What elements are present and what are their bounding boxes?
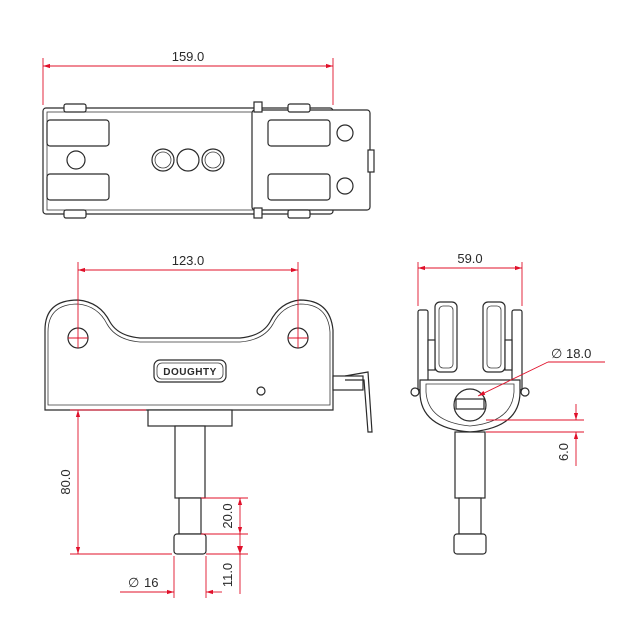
side-right-wheel — [482, 301, 506, 373]
top-right-hole-upper — [336, 124, 354, 142]
top-left-hole — [66, 150, 86, 170]
top-clamp-tab-upper — [253, 101, 263, 113]
dim-offset-label: 6.0 — [556, 443, 571, 461]
front-spigot-flange — [147, 409, 233, 427]
dim-hole-diameter: ∅ 18.0 — [477, 346, 605, 397]
top-clamp-tab-lower — [253, 207, 263, 219]
top-left-wheel-cap-upper — [63, 103, 87, 113]
dim-front-width: 123.0 — [77, 253, 299, 330]
top-right-wheel-lower — [267, 173, 331, 201]
front-spigot-groove — [178, 497, 202, 535]
front-lever-block — [332, 375, 364, 391]
dim-spigot-diameter-label: 16 — [144, 575, 158, 590]
dim-hole-diameter-symbol: ∅ — [551, 346, 562, 361]
brand-plate-inner — [156, 362, 224, 380]
dim-spigot-groove-label: 20.0 — [220, 503, 235, 528]
side-right-bracket-outer — [511, 309, 523, 391]
dim-top-width: 159.0 — [42, 49, 334, 105]
dim-spigot-length: 80.0 — [58, 409, 172, 555]
dim-top-width-label: 159.0 — [172, 49, 205, 64]
side-left-wheel-inner — [438, 305, 454, 369]
dim-spigot-diameter-symbol: ∅ — [128, 575, 139, 590]
top-right-wheel-cap-lower — [287, 209, 311, 219]
top-right-wheel-cap-upper — [287, 103, 311, 113]
dim-side-width: 59.0 — [417, 251, 523, 306]
side-left-wheel — [434, 301, 458, 373]
side-spigot-shaft — [454, 431, 486, 499]
side-clamp-pin — [455, 398, 485, 410]
top-right-hole-lower — [336, 177, 354, 195]
dim-front-width-label: 123.0 — [172, 253, 205, 268]
front-screw — [256, 386, 266, 396]
top-center-hole-2 — [176, 148, 200, 172]
dim-side-width-label: 59.0 — [457, 251, 482, 266]
dim-spigot-tip-label: 11.0 — [220, 563, 235, 587]
top-left-wheel-upper — [46, 119, 110, 147]
top-center-hole-1-inner — [154, 151, 172, 169]
top-left-wheel-cap-lower — [63, 209, 87, 219]
dim-spigot-groove: 20.0 — [201, 497, 248, 535]
dim-offset: 6.0 — [486, 404, 584, 466]
top-center-hole-3-inner — [204, 151, 222, 169]
brand-plate — [153, 359, 227, 383]
dim-hole-diameter-label: 18.0 — [566, 346, 591, 361]
front-view: DOUGHTY — [44, 299, 373, 555]
front-body-outline — [44, 299, 334, 411]
dim-spigot-diameter: ∅ 16 — [120, 556, 222, 598]
dim-spigot-length-label: 80.0 — [58, 469, 73, 494]
top-handle-tab — [367, 149, 375, 173]
top-right-wheel-upper — [267, 119, 331, 147]
side-right-wheel-inner — [486, 305, 502, 369]
side-left-spacer — [427, 339, 436, 371]
side-right-knob — [520, 387, 530, 397]
side-right-spacer — [504, 339, 513, 371]
side-spigot-tip — [453, 533, 487, 555]
top-view — [42, 101, 375, 219]
side-clamp-inner — [425, 383, 515, 427]
front-spigot-tip — [173, 533, 207, 555]
front-lever-handle — [344, 371, 373, 433]
side-spigot-groove — [458, 497, 482, 535]
side-left-bracket-outer — [417, 309, 429, 391]
front-spigot-shaft — [174, 425, 206, 499]
side-view — [410, 301, 530, 555]
brand-label: DOUGHTY — [163, 367, 217, 378]
dim-spigot-tip: 11.0 — [206, 534, 248, 594]
side-left-knob — [410, 387, 420, 397]
top-left-wheel-lower — [46, 173, 110, 201]
